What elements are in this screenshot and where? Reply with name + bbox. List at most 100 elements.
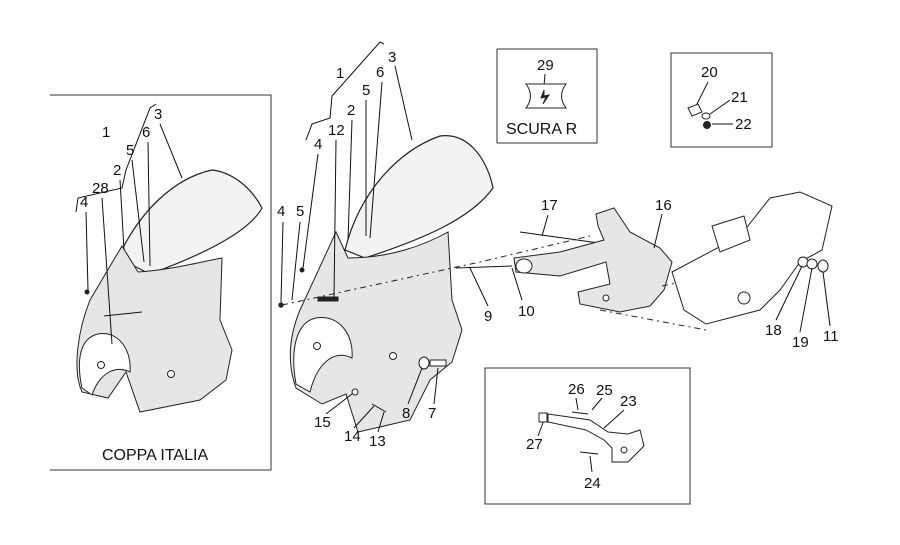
spacer-27 [538, 412, 548, 423]
callout-14: 14 [344, 428, 361, 445]
leader-11 [822, 271, 831, 327]
callout-16: 16 [655, 197, 672, 214]
callout-1-left: 1 [102, 124, 110, 141]
leader-2-center [347, 119, 353, 241]
left-fairing-bolt-hole-2 [167, 370, 175, 378]
callout-18: 18 [765, 322, 782, 339]
screw-24 [579, 451, 599, 455]
bolt-7 [429, 359, 447, 367]
leader-28-left [101, 197, 113, 345]
main-fairing-assembly: 1 3 5 6 2 12 4 4 5 9 10 15 14 13 8 7 [277, 41, 591, 450]
left-screw-4 [84, 289, 90, 295]
leader-5-center-left [291, 221, 301, 301]
callout-15: 15 [314, 414, 331, 431]
callout-21: 21 [731, 89, 748, 106]
center-windscreen [344, 135, 494, 259]
stay-23 [547, 413, 645, 463]
callout-11: 11 [823, 328, 839, 345]
screw-20 [687, 103, 703, 117]
callout-24: 24 [584, 475, 601, 492]
screw-26 [571, 411, 589, 415]
callout-5-center: 5 [362, 82, 370, 99]
coppa-italia-panel: COPPA ITALIA 1 3 6 5 2 28 4 [50, 94, 272, 471]
leader-4-center-left [280, 221, 284, 303]
callout-2-center: 2 [347, 102, 355, 119]
leader-15 [325, 393, 353, 415]
leader-17 [541, 214, 549, 237]
leader-13 [377, 411, 385, 433]
callout-17: 17 [541, 197, 558, 214]
leader-3-center [394, 65, 413, 141]
coppa-italia-caption: COPPA ITALIA [102, 447, 208, 464]
scura-r-frame [496, 48, 598, 144]
fairing-bracket-assembly: 17 16 18 19 11 [513, 191, 839, 351]
callout-23: 23 [620, 393, 637, 410]
leader-8 [407, 367, 423, 405]
leader-19 [799, 267, 813, 333]
left-windscreen [117, 169, 263, 275]
leader-3-left [159, 123, 183, 179]
callout-6-left: 6 [142, 124, 150, 141]
leader-4-left [85, 211, 89, 291]
bracket-bushing [515, 258, 533, 274]
stay-panel: 26 25 23 27 24 [484, 367, 691, 505]
screw-17 [519, 231, 607, 245]
nut-22 [703, 121, 711, 129]
leader-25 [591, 397, 603, 411]
leader-20 [695, 81, 709, 107]
callout-27: 27 [526, 436, 543, 453]
stay-frame [484, 367, 691, 505]
callout-8: 8 [402, 405, 410, 422]
leader-27 [537, 419, 545, 437]
leader-5-left [131, 159, 145, 263]
callout-4-center-top: 4 [314, 136, 322, 153]
screw-13 [371, 403, 387, 413]
center-fairing [289, 230, 463, 433]
callout-26: 26 [568, 381, 585, 398]
callout-10: 10 [518, 303, 535, 320]
callout-2-left: 2 [113, 162, 121, 179]
washer-8 [418, 356, 430, 370]
washer-18 [797, 256, 809, 268]
stay-hole [620, 446, 628, 454]
washer-21 [701, 112, 711, 120]
callout-5-center-left: 5 [296, 203, 304, 220]
nut-11 [817, 259, 829, 273]
leader-6-center [369, 81, 383, 239]
callout-7: 7 [428, 405, 436, 422]
leader-16 [653, 213, 663, 249]
leader-21 [709, 99, 731, 115]
nut-15 [351, 388, 359, 396]
callout-6-center: 6 [376, 64, 384, 81]
callout-4-left: 4 [80, 194, 88, 211]
center-clip-12 [317, 296, 339, 302]
hardware-panel: 20 21 22 [670, 52, 773, 148]
steering-head-frame [671, 191, 833, 325]
callout-19: 19 [792, 334, 809, 351]
callout-3-left: 3 [154, 106, 162, 123]
leader-2-left [119, 179, 125, 251]
leader-24 [589, 455, 593, 473]
bracket-1-center [305, 41, 385, 141]
center-fairing-bolt-hole-2 [389, 352, 397, 360]
frame-pivot [737, 291, 751, 305]
assembly-axis-line [281, 235, 591, 306]
center-screw-4b [299, 267, 305, 273]
callout-13: 13 [369, 433, 386, 450]
stud-9 [455, 265, 513, 269]
callout-25: 25 [596, 382, 613, 399]
callout-12-center: 12 [328, 122, 345, 139]
center-fairing-lamp-cutout [293, 317, 353, 393]
callout-3-center: 3 [388, 49, 396, 66]
scura-r-panel: 29 SCURA R [496, 48, 598, 144]
left-fairing-bolt-hole [97, 361, 105, 369]
frame-detail [711, 215, 751, 253]
bracket-hole [602, 294, 610, 302]
callout-20: 20 [701, 64, 718, 81]
callout-1-center: 1 [336, 65, 344, 82]
left-fairing [76, 245, 233, 413]
scura-r-decal-logo [540, 89, 551, 105]
callout-22: 22 [735, 116, 752, 133]
leader-12-center [333, 139, 337, 299]
